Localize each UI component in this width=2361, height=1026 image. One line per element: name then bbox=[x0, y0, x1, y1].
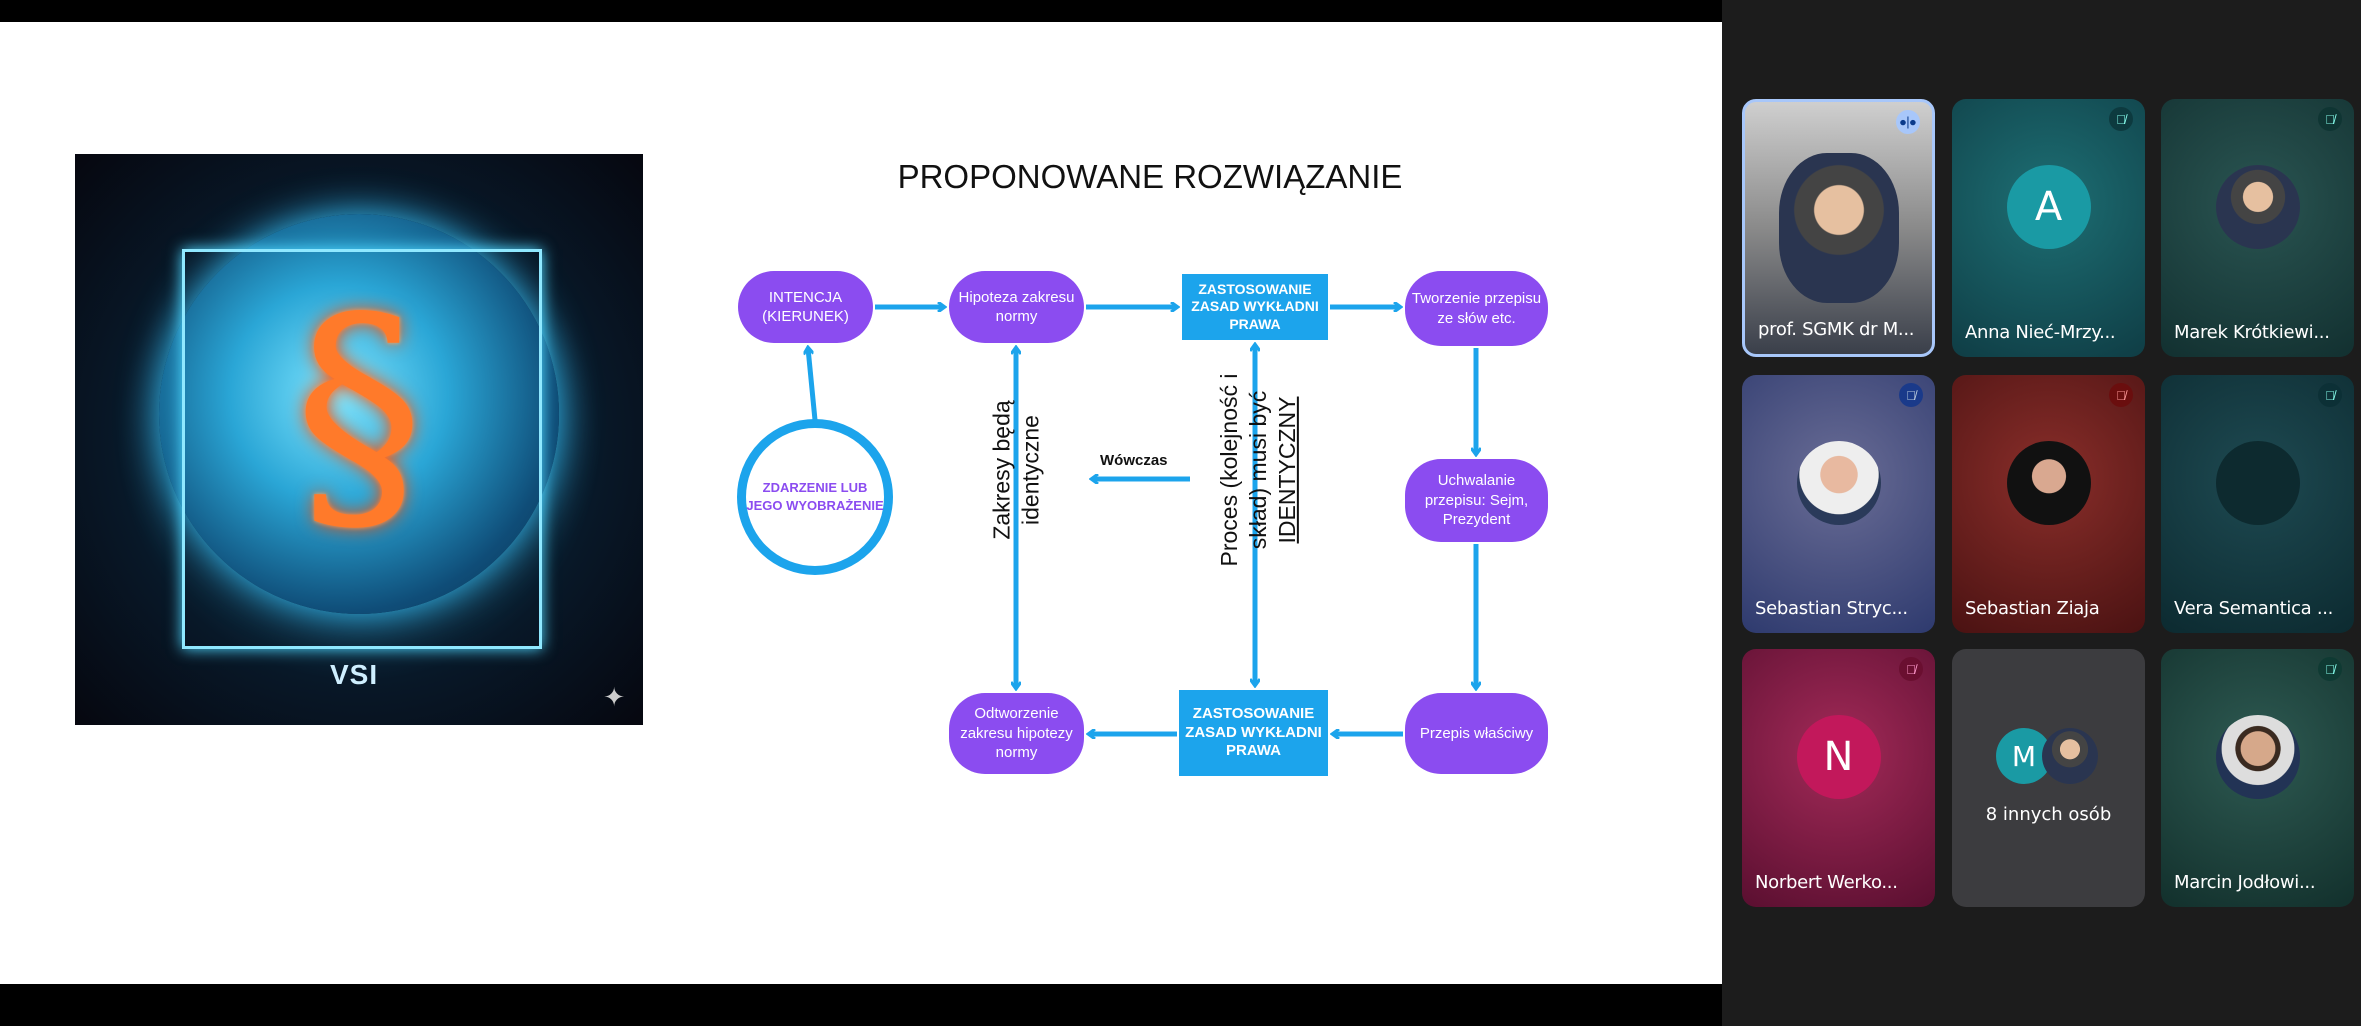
participant-video bbox=[1778, 153, 1899, 303]
paragraph-symbol-icon: § bbox=[294, 263, 424, 565]
mic-muted-icon: 🎙̸ bbox=[2318, 383, 2342, 407]
participant-tile[interactable]: N 🎙̸ Norbert Werko... bbox=[1742, 649, 1935, 907]
vertical-text-zakresy: Zakresy będą identyczne bbox=[987, 400, 1045, 539]
sparkle-icon: ✦ bbox=[603, 682, 625, 712]
node-tworzenie: Tworzenie przepisu ze słów etc. bbox=[1405, 271, 1548, 346]
participant-tile[interactable]: 🎙̸ Sebastian Ziaja bbox=[1952, 375, 2145, 633]
globe-graphic bbox=[159, 214, 559, 614]
slide-title: PROPONOWANE ROZWIĄZANIE bbox=[897, 158, 1403, 195]
participant-name: Marek Krótkiewi... bbox=[2174, 322, 2330, 343]
node-zdarzenie: ZDARZENIE LUB JEGO WYOBRAŻENIE bbox=[737, 419, 893, 575]
avatar bbox=[2215, 715, 2300, 800]
mic-muted-icon: 🎙̸ bbox=[2318, 107, 2342, 131]
text-line: Proces (kolejność i bbox=[1215, 373, 1242, 567]
participant-name: Sebastian Ziaja bbox=[1965, 598, 2100, 619]
mic-muted-icon: 🎙̸ bbox=[2109, 107, 2133, 131]
mic-muted-icon: 🎙̸ bbox=[2318, 657, 2342, 681]
participant-tile[interactable]: 🎙̸ Marcin Jodłowi... bbox=[2161, 649, 2354, 907]
text-line: skład) musi być bbox=[1244, 390, 1271, 550]
participant-name: Sebastian Stryc... bbox=[1755, 598, 1908, 619]
avatar bbox=[2215, 165, 2300, 250]
vsi-logo: VSI bbox=[330, 659, 379, 690]
participant-tile[interactable]: 🎙̸ Marek Krótkiewi... bbox=[2161, 99, 2354, 357]
participant-name: Marcin Jodłowi... bbox=[2174, 872, 2316, 893]
node-hipoteza: Hipoteza zakresu normy bbox=[949, 271, 1084, 343]
box-zastosowanie-top: ZASTOSOWANIE ZASAD WYKŁADNI PRAWA bbox=[1182, 274, 1328, 340]
node-odtworzenie: Odtworzenie zakresu hipotezy normy bbox=[949, 693, 1084, 774]
text-line: IDENTYCZNY bbox=[1273, 396, 1300, 544]
participant-name: Vera Semantica ... bbox=[2174, 598, 2334, 619]
avatar bbox=[2042, 728, 2098, 784]
others-count-label: 8 innych osób bbox=[1985, 804, 2112, 825]
participant-name: Anna Nieć-Mrzy... bbox=[1965, 322, 2116, 343]
avatar: N bbox=[1796, 715, 1881, 800]
participant-name: Norbert Werko... bbox=[1755, 872, 1898, 893]
node-uchwalanie: Uchwalanie przepisu: Sejm, Prezydent bbox=[1405, 459, 1548, 542]
participant-tile[interactable]: 🎙̸ Sebastian Stryc... bbox=[1742, 375, 1935, 633]
node-przepis: Przepis właściwy bbox=[1405, 693, 1548, 774]
avatar bbox=[2006, 441, 2091, 526]
text-line: Zakresy będą bbox=[988, 400, 1015, 540]
arrow-label-wowczas: Wówczas bbox=[1100, 452, 1168, 469]
glow-frame bbox=[182, 249, 542, 649]
slide-illustration: § VSI ✦ bbox=[75, 154, 643, 725]
participant-name: prof. SGMK dr M... bbox=[1758, 319, 1915, 340]
text-line: identyczne bbox=[1017, 415, 1043, 525]
participant-tile[interactable]: ⦁|⦁ prof. SGMK dr M... bbox=[1742, 99, 1935, 357]
box-zastosowanie-bottom: ZASTOSOWANIE ZASAD WYKŁADNI PRAWA bbox=[1179, 690, 1328, 776]
participant-tile[interactable]: A 🎙̸ Anna Nieć-Mrzy... bbox=[1952, 99, 2145, 357]
others-tile[interactable]: M 8 innych osób bbox=[1952, 649, 2145, 907]
speaking-indicator-icon: ⦁|⦁ bbox=[1896, 110, 1920, 134]
participant-tile[interactable]: 🎙̸ Vera Semantica ... bbox=[2161, 375, 2354, 633]
mic-muted-icon: 🎙̸ bbox=[1899, 383, 1923, 407]
avatar: A bbox=[2006, 165, 2091, 250]
mic-muted-icon: 🎙̸ bbox=[1899, 657, 1923, 681]
avatar bbox=[2215, 441, 2300, 526]
vertical-text-proces: Proces (kolejność i skład) musi być IDEN… bbox=[1215, 373, 1301, 566]
arrow bbox=[808, 348, 818, 421]
node-intencja: INTENCJA (KIERUNEK) bbox=[738, 271, 873, 343]
mic-muted-icon: 🎙̸ bbox=[2109, 383, 2133, 407]
participants-panel: ⦁|⦁ prof. SGMK dr M... A 🎙̸ Anna Nieć-Mr… bbox=[1722, 0, 2361, 1026]
avatar bbox=[1796, 441, 1881, 526]
